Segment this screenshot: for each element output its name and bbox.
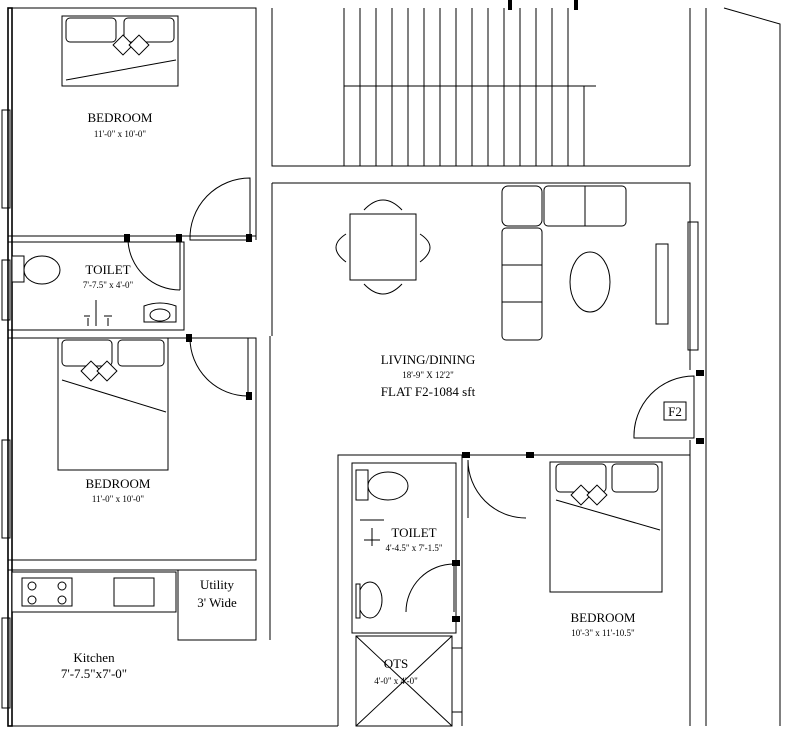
bed-top [61, 15, 179, 87]
kitchen-name: Kitchen [73, 650, 115, 665]
kitchen-counter [11, 571, 177, 613]
ots-size: 4'-0" x 4'-0" [374, 676, 418, 686]
ots-cross [355, 635, 453, 727]
flat-label: FLAT F2-1084 sft [381, 384, 476, 399]
living-name: LIVING/DINING [381, 352, 476, 367]
bedroom-top-size: 11'-0" x 10'-0" [94, 129, 147, 139]
bed-mid [57, 337, 169, 471]
utility-size: 3' Wide [197, 595, 237, 610]
stair-treads [359, 0, 585, 166]
bedroom-top-name: BEDROOM [87, 110, 152, 125]
windows [1, 109, 699, 713]
toilet-top-size: 7'-7.5" x 4'-0" [83, 280, 134, 290]
labels: BEDROOM 11'-0" x 10'-0" TOILET 7'-7.5" x… [61, 110, 687, 686]
bedroom-right-name: BEDROOM [570, 610, 635, 625]
toilet-bottom-name: TOILET [391, 525, 436, 540]
sofa-set [501, 185, 669, 341]
toilet-fixtures-top [11, 255, 177, 326]
doors [124, 177, 704, 622]
ots-name: OTS [384, 656, 409, 671]
toilet-bottom-size: 4'-4.5" x 7'-1.5" [385, 543, 442, 553]
living-size: 18'-9" X 12'2" [402, 370, 454, 380]
bedroom-right-size: 10'-3" x 11'-10.5" [571, 628, 635, 638]
walls [7, 7, 781, 727]
utility-name: Utility [200, 577, 234, 592]
bed-right [549, 461, 663, 593]
toilet-top-name: TOILET [85, 262, 130, 277]
dining-set [335, 199, 431, 295]
flat-tag: F2 [668, 404, 682, 419]
bedroom-mid-size: 11'-0" x 10'-0" [92, 494, 145, 504]
bedroom-mid-name: BEDROOM [85, 476, 150, 491]
toilet-fixtures-bottom [355, 469, 409, 619]
kitchen-size: 7'-7.5"x7'-0" [61, 666, 127, 681]
